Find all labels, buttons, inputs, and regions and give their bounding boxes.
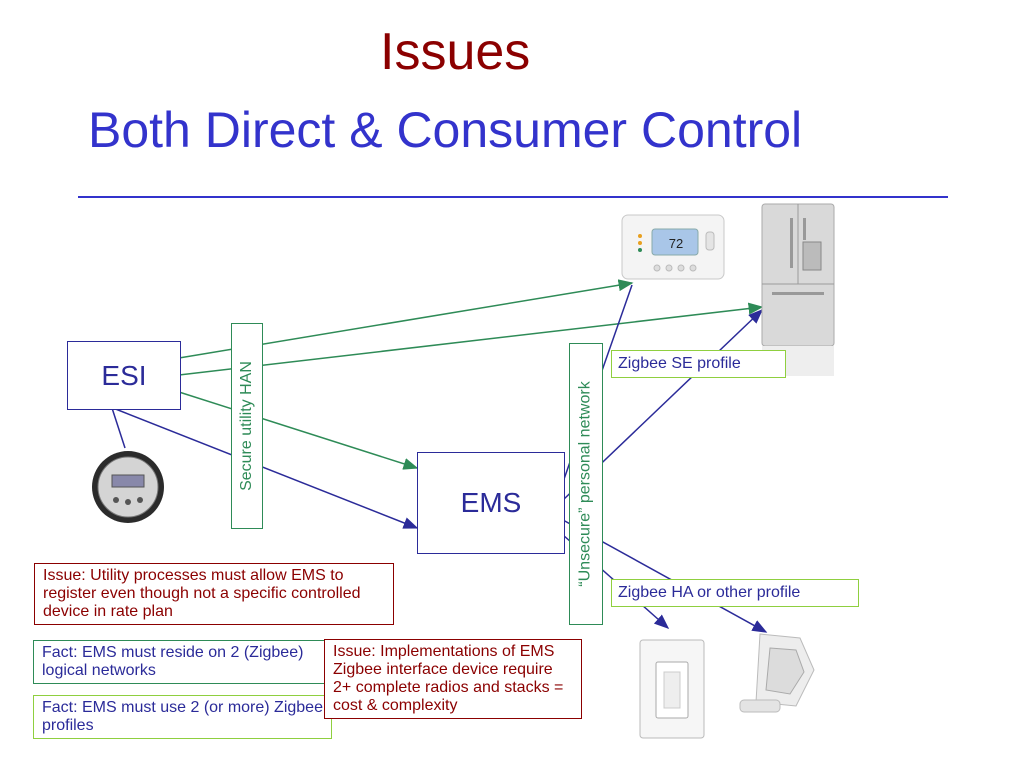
secure-utility-han-box: Secure utility HAN xyxy=(231,323,263,529)
esi-node: ESI xyxy=(67,341,181,410)
page-subtitle: Both Direct & Consumer Control xyxy=(88,102,803,158)
motion-sensor-icon xyxy=(739,633,815,713)
wall-switch-icon xyxy=(639,639,705,739)
smart-meter-icon xyxy=(92,451,164,523)
page-title: Issues xyxy=(380,23,531,81)
title-divider xyxy=(78,196,948,198)
secure-utility-han-label: Secure utility HAN xyxy=(238,361,256,491)
esi-to-meter-link xyxy=(111,407,126,449)
unsecure-personal-network-label: “Unsecure” personal network xyxy=(577,381,595,587)
fact-two-networks-note: Fact: EMS must reside on 2 (Zigbee) logi… xyxy=(33,640,332,684)
thermostat-icon xyxy=(621,214,725,280)
esi-to-refrigerator-link xyxy=(178,302,764,376)
thermostat-display-text: 72 xyxy=(669,236,683,251)
fact-two-profiles-note: Fact: EMS must use 2 (or more) Zigbee pr… xyxy=(33,695,332,739)
ems-node: EMS xyxy=(417,452,565,554)
unsecure-personal-network-box: “Unsecure” personal network xyxy=(569,343,603,625)
zigbee-ha-profile-label: Zigbee HA or other profile xyxy=(611,579,859,607)
issue-utility-processes-note: Issue: Utility processes must allow EMS … xyxy=(34,563,394,625)
zigbee-se-profile-label: Zigbee SE profile xyxy=(611,350,786,378)
issue-implementation-cost-note: Issue: Implementations of EMS Zigbee int… xyxy=(324,639,582,719)
esi-to-ems-green-link xyxy=(178,391,419,470)
esi-to-ems-blue-link xyxy=(112,407,419,529)
